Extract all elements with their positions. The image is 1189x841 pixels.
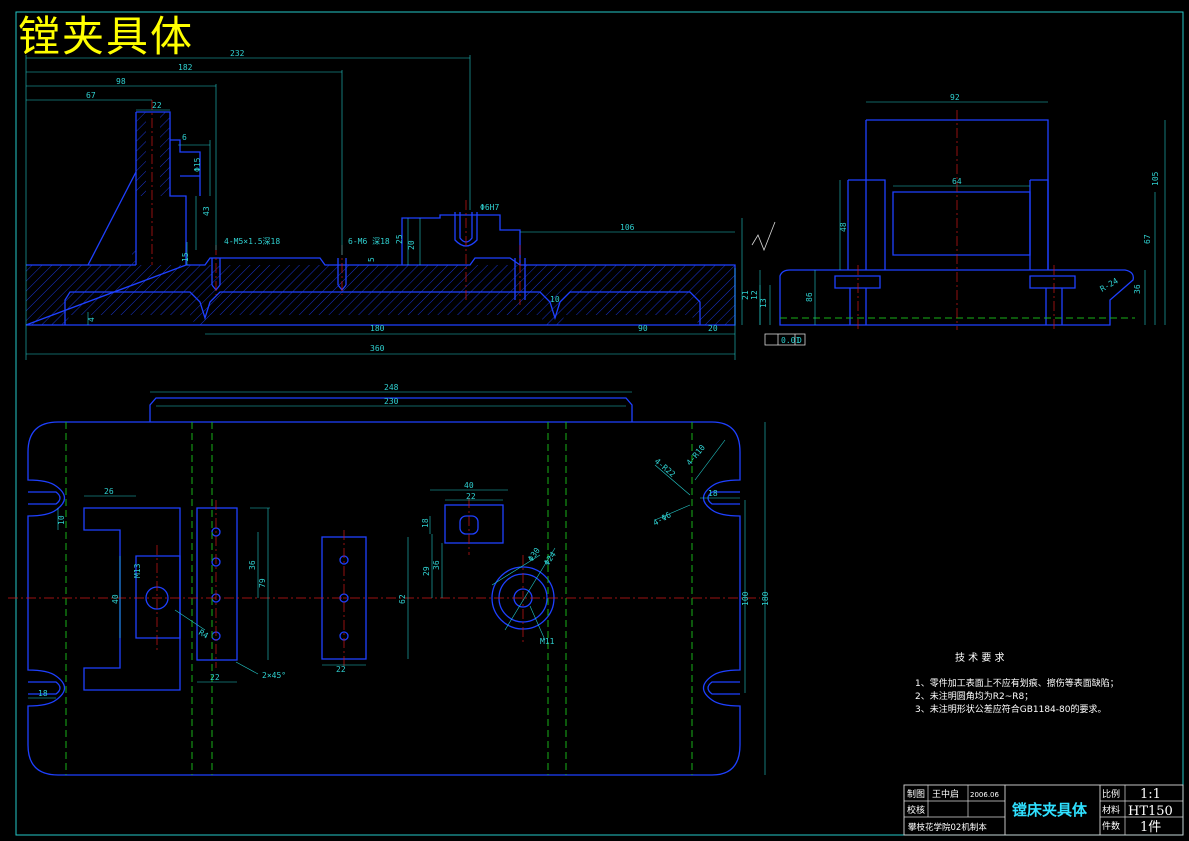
- top-dim-4r22: 4-R22: [653, 457, 677, 479]
- tech-req-item-3: 3、未注明形状公差应符合GB1184-80的要求。: [915, 703, 1106, 715]
- top-dim-230: 230: [384, 397, 399, 406]
- flatness-value: 0.01: [781, 336, 800, 345]
- flatness-frame: 0.01 D: [764, 333, 806, 346]
- side-dim-92: 92: [950, 93, 960, 102]
- top-dim-m13: M13: [133, 563, 142, 578]
- side-dim-36: 36: [1133, 284, 1142, 294]
- side-dim-86: 86: [805, 292, 814, 302]
- front-dim-25: 25: [395, 234, 404, 244]
- front-dim-232: 232: [230, 49, 245, 58]
- front-dim-6: 6: [182, 133, 187, 142]
- top-dim-18c: 18: [708, 489, 718, 498]
- side-view: 92 64 48 105 67 36 21 13 12 86 R-24 0.01…: [741, 93, 1166, 346]
- top-dim-r4: R4: [197, 628, 210, 641]
- front-dim-10: 10: [550, 295, 560, 304]
- front-dim-15: 15: [181, 252, 190, 262]
- front-dim-67: 67: [86, 91, 96, 100]
- tb-material-label: 材料: [1102, 804, 1120, 816]
- drawing-title: 镗夹具体: [18, 12, 195, 61]
- front-dim-180: 180: [370, 324, 385, 333]
- tb-scale-label: 比例: [1102, 788, 1120, 800]
- drawing-frame: [15, 11, 1184, 836]
- side-dim-105: 105: [1151, 171, 1160, 186]
- top-dim-79: 79: [258, 578, 267, 588]
- top-dim-phi30: Φ30: [526, 546, 542, 563]
- front-dim-20: 20: [407, 240, 416, 250]
- tb-part-name: 镗床夹具体: [1012, 801, 1088, 819]
- top-dim-29: 29: [422, 566, 431, 576]
- side-dim-12: 12: [750, 290, 759, 300]
- tech-req-item-2: 2、未注明圆角均为R2~R8；: [915, 690, 1033, 702]
- tb-quantity-label: 件数: [1102, 820, 1120, 832]
- top-dim-100: 100: [741, 591, 750, 606]
- top-dim-22c: 22: [466, 492, 476, 501]
- front-dim-5: 5: [367, 257, 376, 262]
- front-dim-20b: 20: [708, 324, 718, 333]
- front-view: 232 182 98 67 22 6 Φ15 43 15 4-M5×1.5深18…: [25, 49, 776, 360]
- tb-checked-label: 校核: [907, 804, 925, 816]
- tb-drawn-label: 制图: [907, 788, 925, 800]
- top-dim-chamfer: 2×45°: [262, 671, 286, 680]
- top-dim-18: 18: [38, 689, 48, 698]
- side-dim-13: 13: [759, 298, 768, 308]
- front-hole-note-1: 4-M5×1.5深18: [224, 237, 280, 246]
- front-dim-90: 90: [638, 324, 648, 333]
- tech-req-heading: 技 术 要 求: [955, 651, 1005, 664]
- front-dim-22: 22: [152, 101, 162, 110]
- tb-drawn-name: 王中启: [932, 788, 959, 800]
- tb-school: 攀枝花学院02机制本: [908, 822, 987, 833]
- side-radius: R-24: [1099, 276, 1120, 294]
- top-dim-26: 26: [104, 487, 114, 496]
- top-dim-4r10: 4-R10: [685, 443, 707, 467]
- front-dim-4: 4: [87, 317, 96, 322]
- top-dim-180: 180: [761, 591, 770, 606]
- top-dim-40: 40: [111, 594, 120, 604]
- top-dim-10: 10: [57, 515, 66, 525]
- top-dim-40b: 40: [464, 481, 474, 490]
- tb-scale-value: 1:1: [1140, 787, 1161, 802]
- top-dim-4phi6: 4-Φ6: [652, 510, 673, 528]
- top-dim-248: 248: [384, 383, 399, 392]
- technical-requirements: 技 术 要 求 1、零件加工表面上不应有划痕、擦伤等表面缺陷； 2、未注明圆角均…: [915, 651, 1119, 715]
- front-dim-43: 43: [202, 206, 211, 216]
- side-dim-64: 64: [952, 177, 962, 186]
- side-dim-67: 67: [1143, 234, 1152, 244]
- top-dim-m11: M11: [540, 637, 555, 646]
- front-dim-106: 106: [620, 223, 635, 232]
- front-dim-98: 98: [116, 77, 126, 86]
- top-dim-22b: 22: [336, 665, 346, 674]
- front-dim-360: 360: [370, 344, 385, 353]
- side-dim-48: 48: [839, 222, 848, 232]
- front-dim-182: 182: [178, 63, 193, 72]
- top-dim-36b: 36: [432, 560, 441, 570]
- top-dim-18b: 18: [421, 518, 430, 528]
- front-dim-phi15: Φ15: [193, 157, 202, 172]
- datum-letter: D: [797, 336, 802, 345]
- top-dim-22a: 22: [210, 673, 220, 682]
- side-dim-21: 21: [741, 290, 750, 300]
- tb-drawn-date: 2006.06: [970, 791, 999, 799]
- front-dim-phi6h7: Φ6H7: [480, 203, 499, 212]
- tb-quantity-value: 1件: [1140, 820, 1161, 835]
- top-dim-phi24: Φ24: [542, 550, 558, 567]
- title-block: 制图 王中启 2006.06 校核 攀枝花学院02机制本 镗床夹具体 比例 1:…: [903, 784, 1184, 836]
- front-hole-note-2: 6-M6 深18: [348, 237, 390, 246]
- top-dim-36a: 36: [248, 560, 257, 570]
- tech-req-item-1: 1、零件加工表面上不应有划痕、擦伤等表面缺陷；: [915, 677, 1119, 689]
- top-view: 248 230 26 10 M13 40 R4 18 22 36 79 2×45…: [8, 383, 770, 776]
- top-dim-62: 62: [398, 594, 407, 604]
- tb-material-value: HT150: [1128, 804, 1173, 819]
